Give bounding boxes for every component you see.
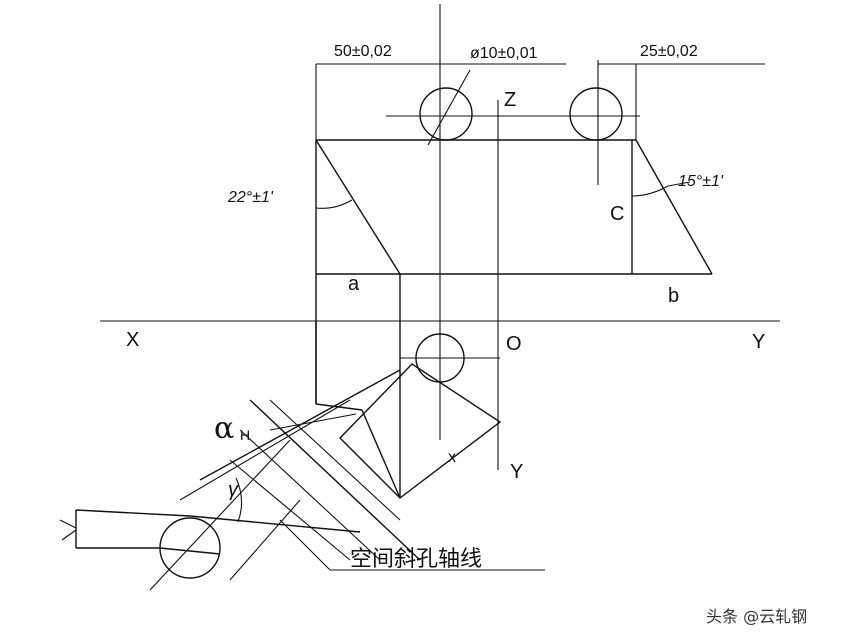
label-c: C bbox=[610, 203, 624, 225]
hole-band-diag4 bbox=[229, 499, 301, 581]
center-lines bbox=[100, 4, 780, 470]
label-a: a bbox=[348, 273, 360, 295]
left-inclined-face bbox=[315, 139, 401, 275]
hole-band-mid3 bbox=[269, 399, 401, 521]
label-x: X bbox=[126, 329, 139, 351]
oblique-x-mark1 bbox=[59, 519, 77, 529]
label-o: O bbox=[506, 333, 522, 355]
angle-left-label: 22°±1' bbox=[227, 189, 274, 206]
top-right-hole bbox=[569, 87, 623, 141]
rotated-left-side bbox=[361, 409, 401, 499]
alpha-leader bbox=[269, 413, 357, 431]
rotated-rectangle bbox=[339, 363, 502, 499]
oblique-x-mark2 bbox=[61, 529, 77, 541]
angle-arc-right bbox=[631, 185, 669, 197]
caption-leader bbox=[279, 519, 331, 571]
hole-band-mid2 bbox=[229, 459, 351, 561]
label-z: Z bbox=[504, 89, 516, 111]
hole-band-diag3 bbox=[149, 439, 291, 591]
hole-band-diag2 bbox=[179, 399, 351, 501]
front-view bbox=[315, 139, 713, 498]
dimension-lines bbox=[315, 63, 765, 209]
gamma-arc bbox=[235, 477, 243, 523]
label-y-lower: Y bbox=[510, 461, 523, 483]
angle-leader-right bbox=[667, 181, 691, 187]
oblique-axis-bottom bbox=[76, 547, 221, 555]
labels: 50±0,02 ø10±0,01 25±0,02 22°±1' 15°±1' Z… bbox=[126, 43, 807, 626]
label-y-right: Y bbox=[752, 331, 765, 353]
hole-band-mid1 bbox=[239, 429, 381, 561]
right-inclined-face bbox=[635, 139, 713, 275]
angle-right-label: 15°±1' bbox=[678, 173, 724, 190]
label-gamma: γ bbox=[228, 479, 239, 501]
oblique-axis-top bbox=[75, 509, 361, 533]
label-alpha: α bbox=[214, 411, 234, 446]
hole-band-upper bbox=[249, 399, 421, 561]
dim-dia-label: ø10±0,01 bbox=[470, 45, 538, 62]
angle-arc-left bbox=[315, 199, 353, 209]
rotated-view bbox=[59, 321, 545, 591]
label-x-small: x bbox=[448, 449, 456, 466]
hole-band-diag1 bbox=[199, 369, 401, 481]
dim-25-label: 25±0,02 bbox=[640, 43, 698, 60]
dim-50-label: 50±0,02 bbox=[334, 43, 392, 60]
caption-label: 空间斜孔轴线 bbox=[350, 547, 482, 572]
label-alpha-sub: H bbox=[240, 427, 250, 443]
top-left-hole bbox=[419, 87, 473, 141]
label-b: b bbox=[668, 285, 679, 307]
watermark: 头条 @云轧钢 bbox=[706, 607, 807, 626]
dim-dia-leader bbox=[427, 69, 471, 146]
